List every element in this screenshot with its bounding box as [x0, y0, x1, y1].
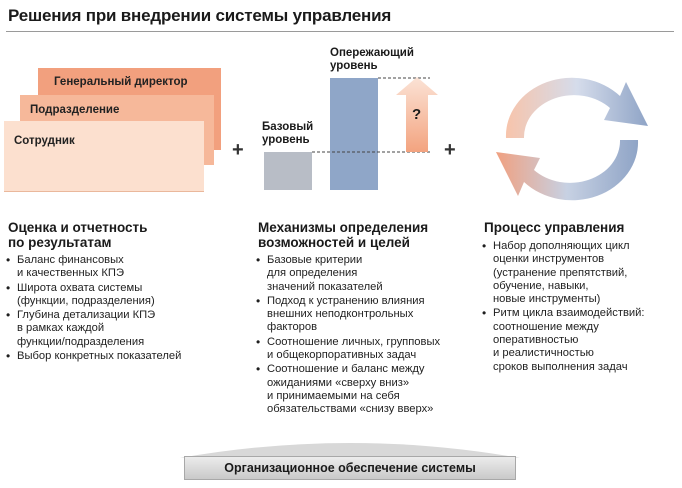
plus-sign-2: + — [444, 139, 456, 161]
management-cycle — [496, 77, 648, 201]
organizational-support-banner: Организационное обеспечение системы — [184, 456, 516, 480]
up-arrow-icon — [396, 77, 438, 152]
advanced-level-label: Опережающий уровень — [330, 47, 414, 72]
list-item: Широта охвата системы(функции, подраздел… — [6, 282, 234, 309]
cycle-arrow-top-icon — [505, 77, 648, 138]
card-employee-label: Сотрудник — [14, 135, 75, 147]
card-general-director-label: Генеральный директор — [54, 76, 188, 88]
column3-heading: Процесс управления — [484, 220, 625, 235]
plus-sign-1: + — [232, 139, 244, 161]
banner-pedestal — [180, 443, 520, 458]
advanced-level-bar — [330, 78, 378, 190]
card-division-label: Подразделение — [30, 104, 120, 116]
card-employee: Сотрудник — [4, 121, 204, 192]
column1-heading: Оценка и отчетность по результатам — [8, 220, 148, 250]
column2-heading: Механизмы определения возможностей и цел… — [258, 220, 429, 250]
base-level-bar — [264, 152, 312, 190]
cycle-arrow-bottom-icon — [496, 140, 639, 201]
title-divider — [6, 31, 674, 32]
list-item: Ритм цикла взаимодействий:соотношение ме… — [482, 307, 678, 373]
base-level-label: Базовый уровень — [262, 121, 314, 146]
question-mark: ? — [412, 106, 422, 123]
page-title: Решения при внедрении системы управления — [8, 6, 392, 25]
list-item: Выбор конкретных показателей — [6, 350, 234, 364]
levels-chart — [264, 77, 438, 190]
